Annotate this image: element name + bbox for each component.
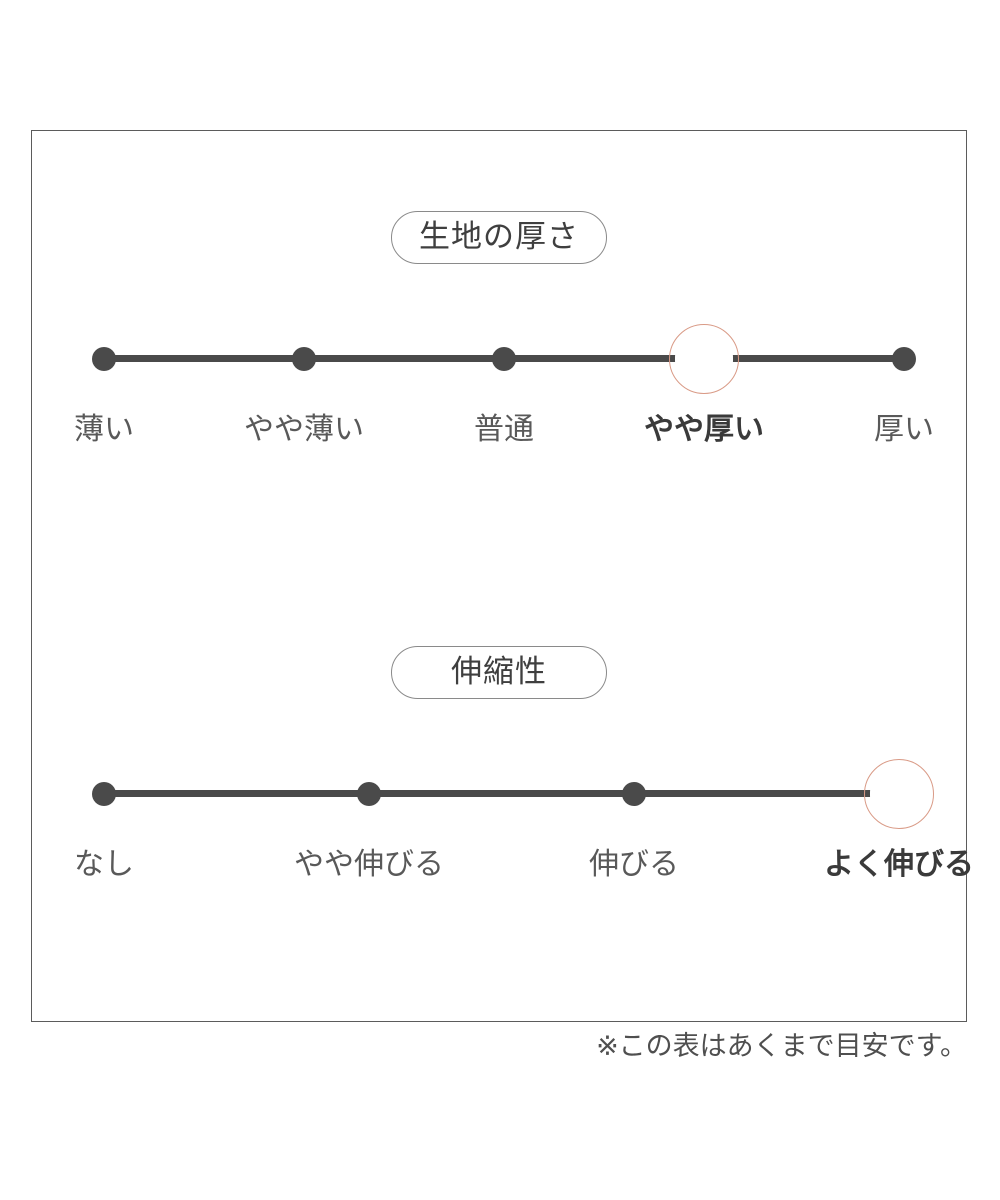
stretch-dot-3[interactable]	[877, 772, 921, 816]
section-fabric-stretch: 伸縮性 なし やや伸びる 伸びる よく伸びる	[32, 646, 974, 900]
stretch-dot-2[interactable]	[622, 782, 646, 806]
stretch-title-label: 伸縮性	[451, 654, 547, 690]
disclaimer-footnote: ※この表はあくまで目安です。	[596, 1031, 967, 1062]
thickness-title-row: 生地の厚さ	[32, 211, 966, 264]
section-fabric-thickness: 生地の厚さ 薄い やや薄い 普通	[32, 211, 966, 465]
thickness-title-label: 生地の厚さ	[419, 219, 579, 255]
stretch-scale	[32, 764, 966, 824]
thickness-dot-4[interactable]	[892, 347, 916, 371]
thickness-title-pill: 生地の厚さ	[391, 211, 607, 264]
thickness-dot-1[interactable]	[292, 347, 316, 371]
thickness-dot-2[interactable]	[492, 347, 516, 371]
stretch-label-0: なし	[74, 847, 134, 882]
stretch-label-row: なし やや伸びる 伸びる よく伸びる	[32, 847, 974, 900]
stretch-label-3-selected: よく伸びる	[824, 847, 974, 882]
stretch-title-row: 伸縮性	[32, 646, 966, 699]
thickness-label-row: 薄い やや薄い 普通 やや厚い 厚い	[32, 415, 966, 465]
thickness-label-0: 薄い	[74, 412, 134, 447]
thickness-label-2: 普通	[474, 412, 534, 447]
stretch-label-1: やや伸びる	[294, 847, 444, 882]
thickness-label-3-selected: やや厚い	[644, 412, 764, 447]
stretch-track	[104, 790, 899, 797]
thickness-dot-0[interactable]	[92, 347, 116, 371]
fabric-spec-card: 生地の厚さ 薄い やや薄い 普通	[31, 130, 974, 1022]
stretch-label-2: 伸びる	[589, 847, 679, 882]
stretch-dot-0[interactable]	[92, 782, 116, 806]
stretch-title-pill: 伸縮性	[391, 646, 607, 699]
thickness-label-1: やや薄い	[244, 412, 364, 447]
thickness-scale	[32, 329, 966, 389]
stretch-dot-1[interactable]	[357, 782, 381, 806]
thickness-label-4: 厚い	[874, 412, 934, 447]
thickness-dot-3[interactable]	[682, 337, 726, 381]
